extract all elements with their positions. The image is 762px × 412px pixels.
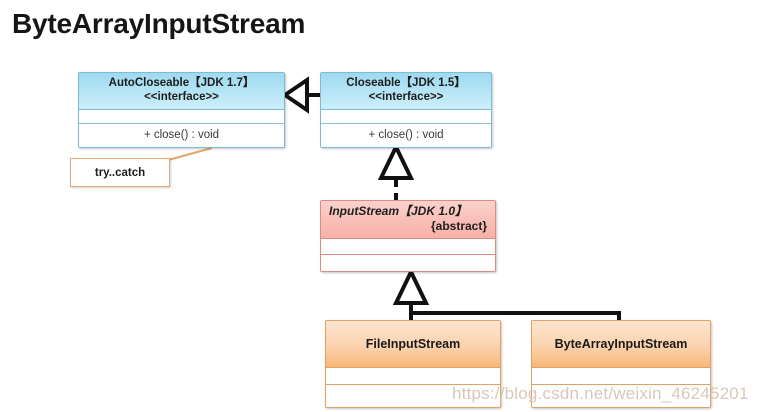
class-box-autocloseable[interactable]: AutoCloseable【JDK 1.7】 <<interface>> + c…	[78, 72, 285, 148]
class-name-bytearrayinputstream: ByteArrayInputStream	[554, 337, 688, 351]
class-stereotype-closeable: <<interface>>	[368, 91, 444, 104]
methods-compartment-bytearrayinputstream	[532, 385, 710, 407]
relation-subclasses-to-inputstream	[392, 267, 621, 320]
class-header-inputstream: InputStream【JDK 1.0】 {abstract}	[321, 201, 495, 239]
attributes-compartment-autocloseable	[79, 109, 284, 124]
class-header-closeable: Closeable【JDK 1.5】 <<interface>>	[321, 73, 491, 110]
class-stereotype-autocloseable: <<interface>>	[144, 91, 219, 104]
class-header-fileinputstream: FileInputStream	[326, 321, 500, 368]
attributes-compartment-closeable	[321, 109, 491, 124]
note-try-catch[interactable]: try..catch	[70, 158, 170, 187]
class-header-autocloseable: AutoCloseable【JDK 1.7】 <<interface>>	[79, 73, 284, 110]
class-box-closeable[interactable]: Closeable【JDK 1.5】 <<interface>> + close…	[320, 72, 492, 148]
method-closeable-close: + close() : void	[321, 123, 491, 147]
class-stereotype-inputstream: {abstract}	[430, 219, 487, 233]
class-name-autocloseable: AutoCloseable【JDK 1.7】	[108, 77, 255, 89]
methods-compartment-fileinputstream	[326, 385, 500, 407]
attributes-compartment-bytearrayinputstream	[532, 368, 710, 385]
class-name-inputstream: InputStream【JDK 1.0】	[329, 204, 468, 218]
note-try-catch-label: try..catch	[94, 166, 146, 179]
methods-compartment-inputstream	[321, 255, 495, 271]
class-box-fileinputstream[interactable]: FileInputStream	[325, 320, 501, 408]
page-title: ByteArrayInputStream	[12, 8, 306, 39]
attributes-compartment-inputstream	[321, 239, 495, 255]
class-header-bytearrayinputstream: ByteArrayInputStream	[532, 321, 710, 368]
class-name-closeable: Closeable【JDK 1.5】	[346, 77, 466, 89]
class-box-bytearrayinputstream[interactable]: ByteArrayInputStream	[531, 320, 711, 408]
relation-closeable-to-autocloseable	[281, 76, 320, 114]
method-autocloseable-close: + close() : void	[79, 123, 284, 147]
watermark-text: https://blog.csdn.net/weixin_46245201	[452, 384, 749, 403]
attributes-compartment-fileinputstream	[326, 368, 500, 385]
class-box-inputstream[interactable]: InputStream【JDK 1.0】 {abstract}	[320, 200, 496, 272]
relation-inputstream-to-closeable	[377, 142, 415, 200]
class-name-fileinputstream: FileInputStream	[365, 337, 461, 351]
